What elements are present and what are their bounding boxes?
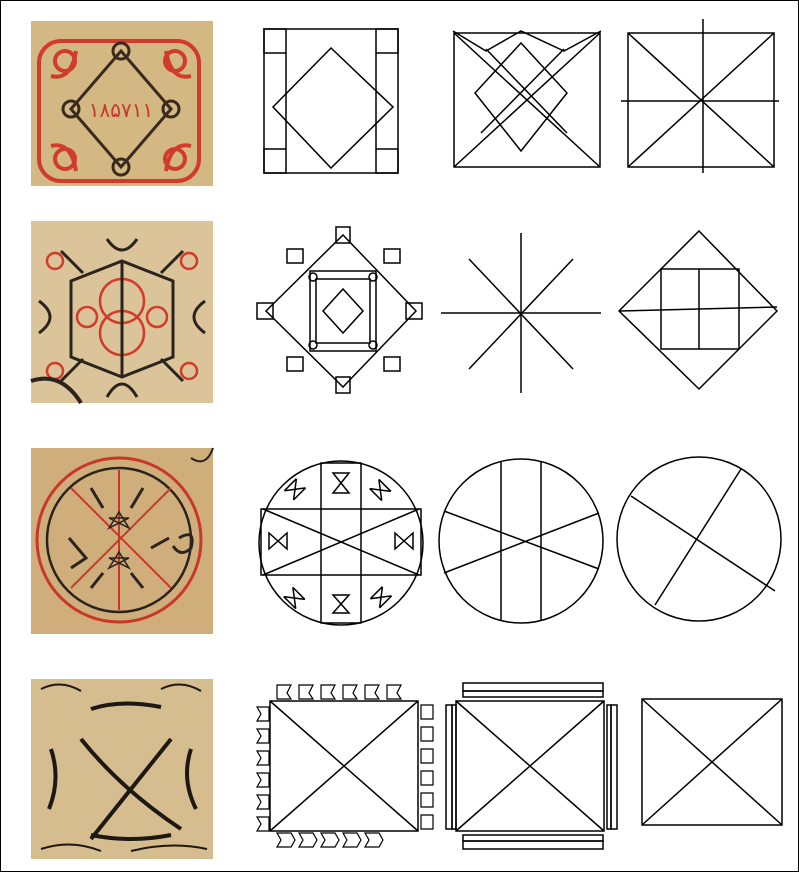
panel-2-1-diamond-nested-squares [257, 227, 422, 393]
manuscript-photo-4 [31, 679, 213, 859]
photo-1-inscription: ۱۸۵۷۱۱ [89, 98, 153, 122]
row-1: ۱۸۵۷۱۱ [31, 19, 779, 186]
panel-3-2-circle-chords-band [439, 459, 603, 623]
panel-4-2-square-bar-border [446, 683, 617, 849]
panel-2-2-eight-ray-star [441, 233, 601, 393]
panel-1-2-square-two-diamonds [453, 31, 601, 167]
panel-2-3-diamond-square-grid [619, 231, 777, 389]
panel-1-1-square-corner-tabs-diamond [264, 29, 398, 173]
panel-4-3-square-diagonals [642, 699, 782, 825]
panel-1-3-square-diagonals-cross [621, 19, 779, 173]
row-3 [31, 448, 781, 634]
panel-3-1-circle-hourglass [259, 461, 423, 625]
panel-3-3-circle-crossing-lines [617, 457, 781, 621]
panel-4-1-square-letter-border [257, 685, 433, 847]
manuscript-photo-1: ۱۸۵۷۱۱ [31, 21, 213, 186]
row-2 [31, 221, 777, 403]
row-4 [31, 679, 782, 859]
manuscript-photo-2 [31, 221, 213, 403]
manuscript-photo-3 [31, 448, 213, 634]
